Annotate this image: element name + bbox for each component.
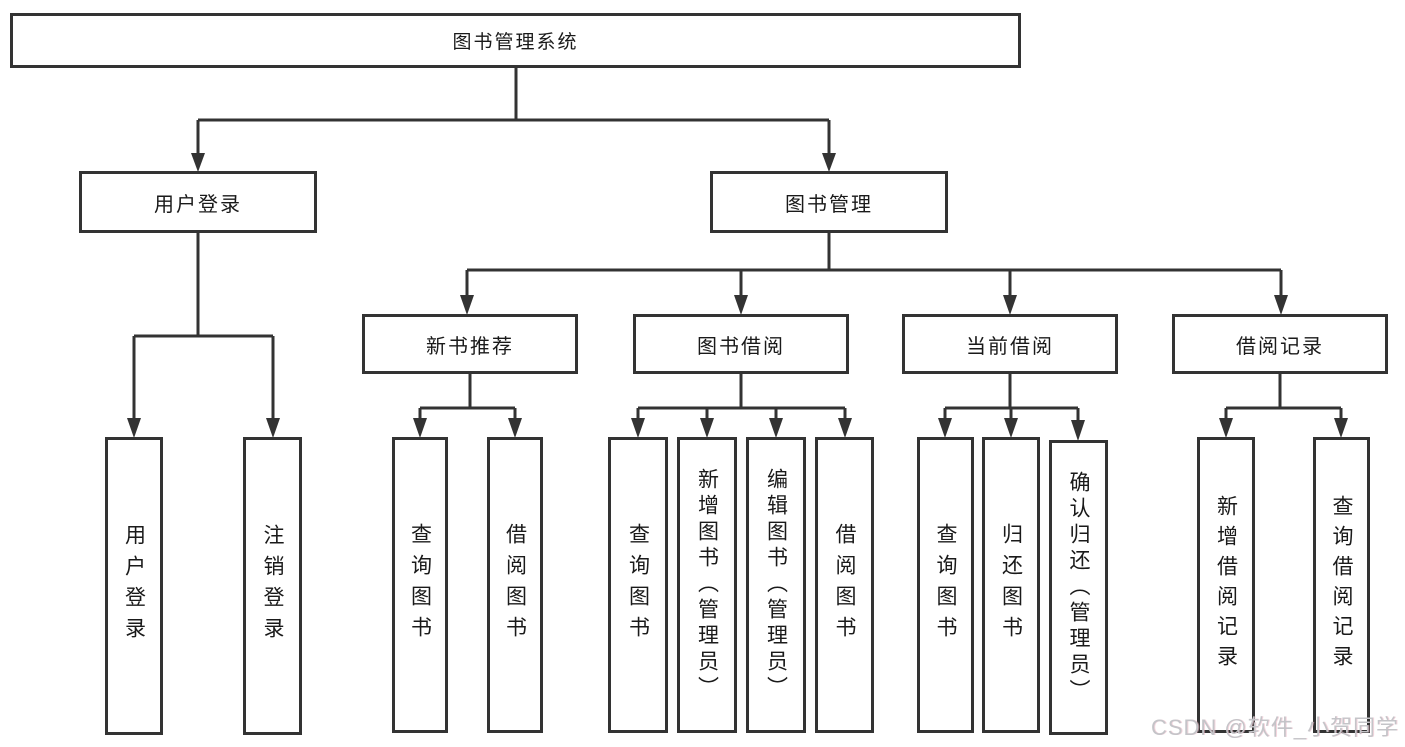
leaf-query-books-recommend-label: 查询图书 (408, 523, 432, 647)
leaf-add-borrow-record: 新增借阅记录 (1197, 437, 1255, 733)
node-user-login: 用户登录 (79, 171, 317, 233)
leaf-return-books-label: 归还图书 (999, 523, 1023, 647)
leaf-user-login: 用户登录 (105, 437, 163, 735)
leaf-add-books-admin: 新增图书（管理员） (677, 437, 737, 733)
node-borrow-records-label: 借阅记录 (1236, 335, 1324, 358)
csdn-watermark: CSDN @软件_小贺同学 (1150, 715, 1399, 740)
leaf-borrow-books-recommend: 借阅图书 (487, 437, 543, 733)
leaf-borrow-books-label: 借阅图书 (833, 523, 856, 647)
leaf-add-books-admin-label: 新增图书（管理员） (695, 468, 719, 702)
leaf-add-borrow-record-label: 新增借阅记录 (1214, 495, 1238, 675)
leaf-query-borrow-record-label: 查询借阅记录 (1330, 495, 1353, 675)
node-book-borrow-label: 图书借阅 (697, 335, 785, 358)
leaf-logout: 注销登录 (243, 437, 302, 735)
node-current-borrow-label: 当前借阅 (966, 335, 1054, 358)
leaf-query-books-borrow: 查询图书 (608, 437, 668, 733)
leaf-query-books-current: 查询图书 (917, 437, 974, 733)
node-user-login-label: 用户登录 (154, 193, 242, 216)
node-current-borrow: 当前借阅 (902, 314, 1118, 374)
leaf-query-borrow-record: 查询借阅记录 (1313, 437, 1370, 733)
node-borrow-records: 借阅记录 (1172, 314, 1388, 374)
leaf-user-login-label: 用户登录 (122, 524, 146, 648)
node-book-management: 图书管理 (710, 171, 948, 233)
leaf-query-books-recommend: 查询图书 (392, 437, 448, 733)
node-book-management-label: 图书管理 (785, 193, 873, 216)
root-node-library-system: 图书管理系统 (10, 13, 1021, 68)
leaf-confirm-return-admin-label: 确认归还（管理员） (1067, 470, 1090, 705)
leaf-query-books-current-label: 查询图书 (934, 523, 957, 647)
leaf-borrow-books: 借阅图书 (815, 437, 874, 733)
leaf-confirm-return-admin: 确认归还（管理员） (1049, 440, 1108, 735)
node-new-book-recommend-label: 新书推荐 (426, 335, 514, 358)
leaf-edit-books-admin: 编辑图书（管理员） (746, 437, 806, 733)
leaf-return-books: 归还图书 (982, 437, 1040, 733)
leaf-logout-label: 注销登录 (261, 524, 284, 648)
node-book-borrow: 图书借阅 (633, 314, 849, 374)
leaf-borrow-books-recommend-label: 借阅图书 (503, 523, 527, 647)
leaf-edit-books-admin-label: 编辑图书（管理员） (764, 468, 788, 702)
leaf-query-books-borrow-label: 查询图书 (626, 523, 650, 647)
root-node-label: 图书管理系统 (452, 32, 579, 53)
node-new-book-recommend: 新书推荐 (362, 314, 578, 374)
